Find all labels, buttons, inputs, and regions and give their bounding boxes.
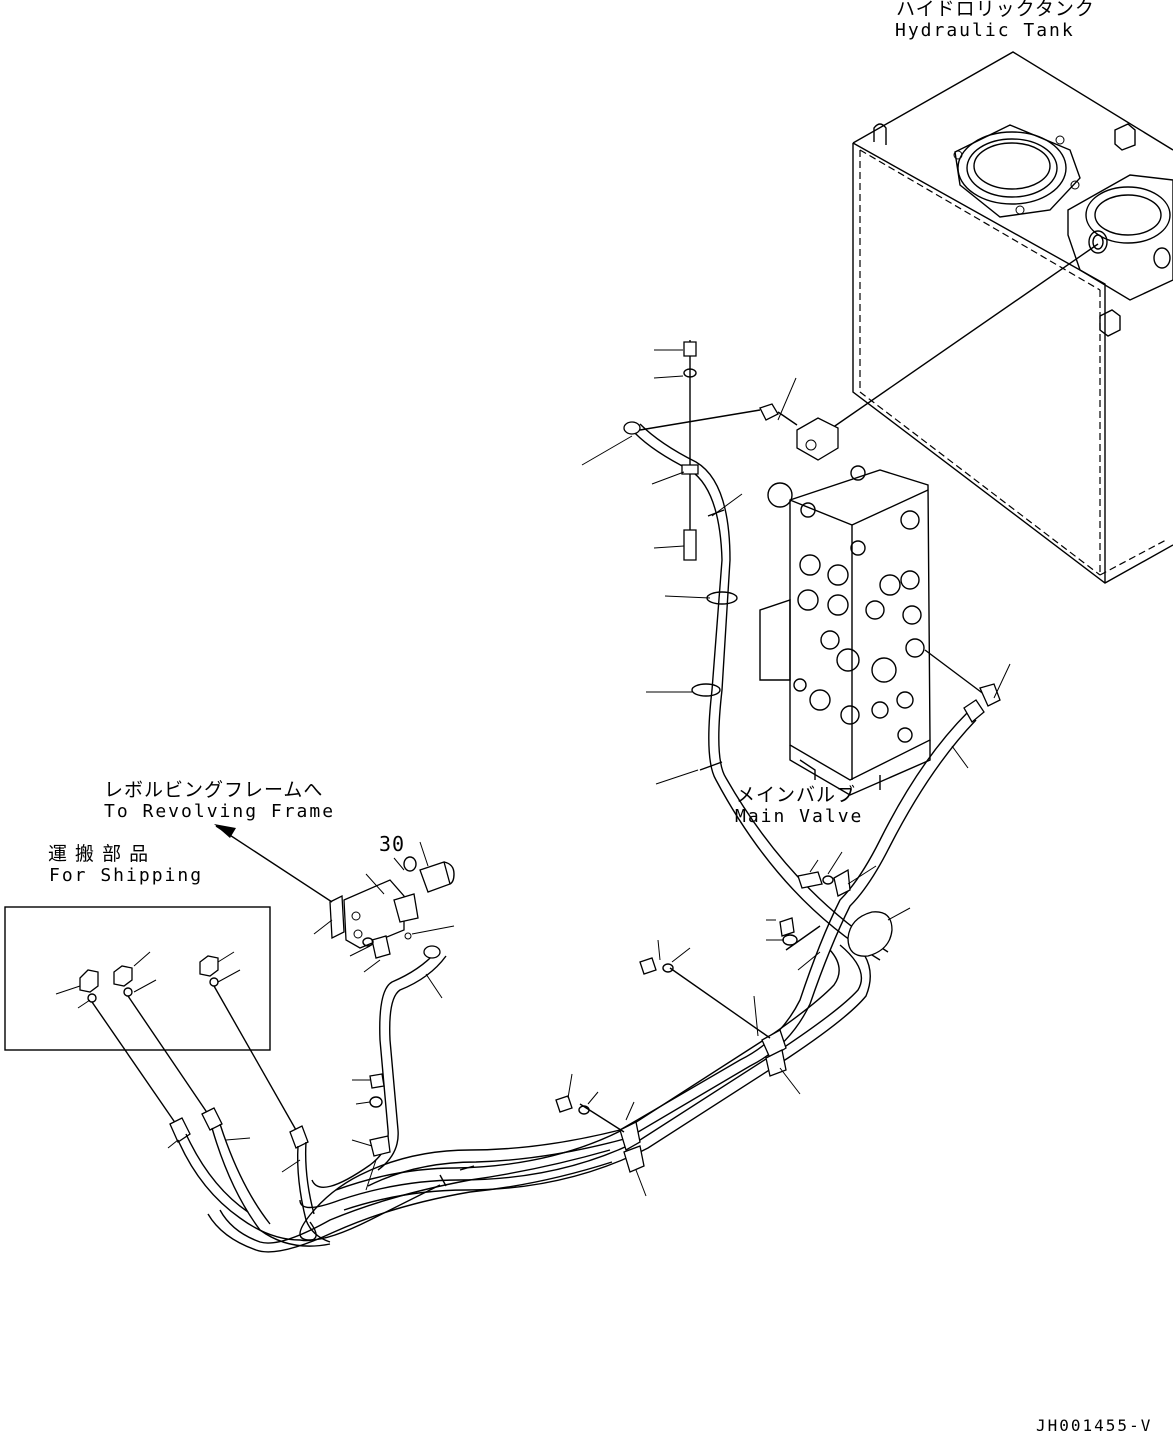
bundle-clamps bbox=[579, 967, 787, 1173]
upper-clamp-stack bbox=[681, 340, 699, 561]
part-number-30: 30 bbox=[379, 832, 406, 856]
left-hose-fittings bbox=[167, 1107, 331, 1247]
tank-flange-side bbox=[1067, 174, 1173, 301]
hydraulic-tank-jp-label: ハイドロリックタンク bbox=[896, 0, 1095, 20]
main-valve-jp-label: メインバルブ bbox=[736, 784, 857, 806]
main-valve-en-label: Main Valve bbox=[735, 806, 864, 827]
tank-return-leader bbox=[831, 243, 1099, 429]
for-shipping-box bbox=[4, 906, 271, 1051]
revolving-frame-jp-label: レボルビングフレームへ bbox=[104, 779, 324, 801]
drawing-code: JH001455-V bbox=[1036, 1416, 1153, 1435]
hydraulic-tank bbox=[852, 51, 1173, 584]
main-valve-port-fitting bbox=[924, 649, 1011, 707]
upper-leaders bbox=[581, 349, 743, 785]
tank-flange-top bbox=[953, 124, 1081, 218]
for-shipping-jp-label: 運 搬 部 品 bbox=[48, 843, 150, 865]
shipping-leaders bbox=[91, 985, 297, 1131]
for-shipping-en-label: For Shipping bbox=[49, 865, 204, 886]
right-fasteners bbox=[766, 851, 911, 971]
bracket-hose bbox=[311, 945, 447, 1188]
mid-fasteners bbox=[555, 939, 801, 1197]
left-mid-fasteners bbox=[351, 1073, 391, 1191]
long-hose-bundle bbox=[207, 936, 871, 1253]
hydraulic-tank-en-label: Hydraulic Tank bbox=[895, 20, 1075, 41]
tank-adapter-fitting bbox=[759, 403, 839, 461]
main-valve bbox=[759, 465, 931, 796]
revolving-frame-bracket bbox=[214, 824, 455, 973]
revolving-frame-en-label: To Revolving Frame bbox=[104, 801, 336, 822]
valve-supply-hose bbox=[619, 699, 985, 1139]
